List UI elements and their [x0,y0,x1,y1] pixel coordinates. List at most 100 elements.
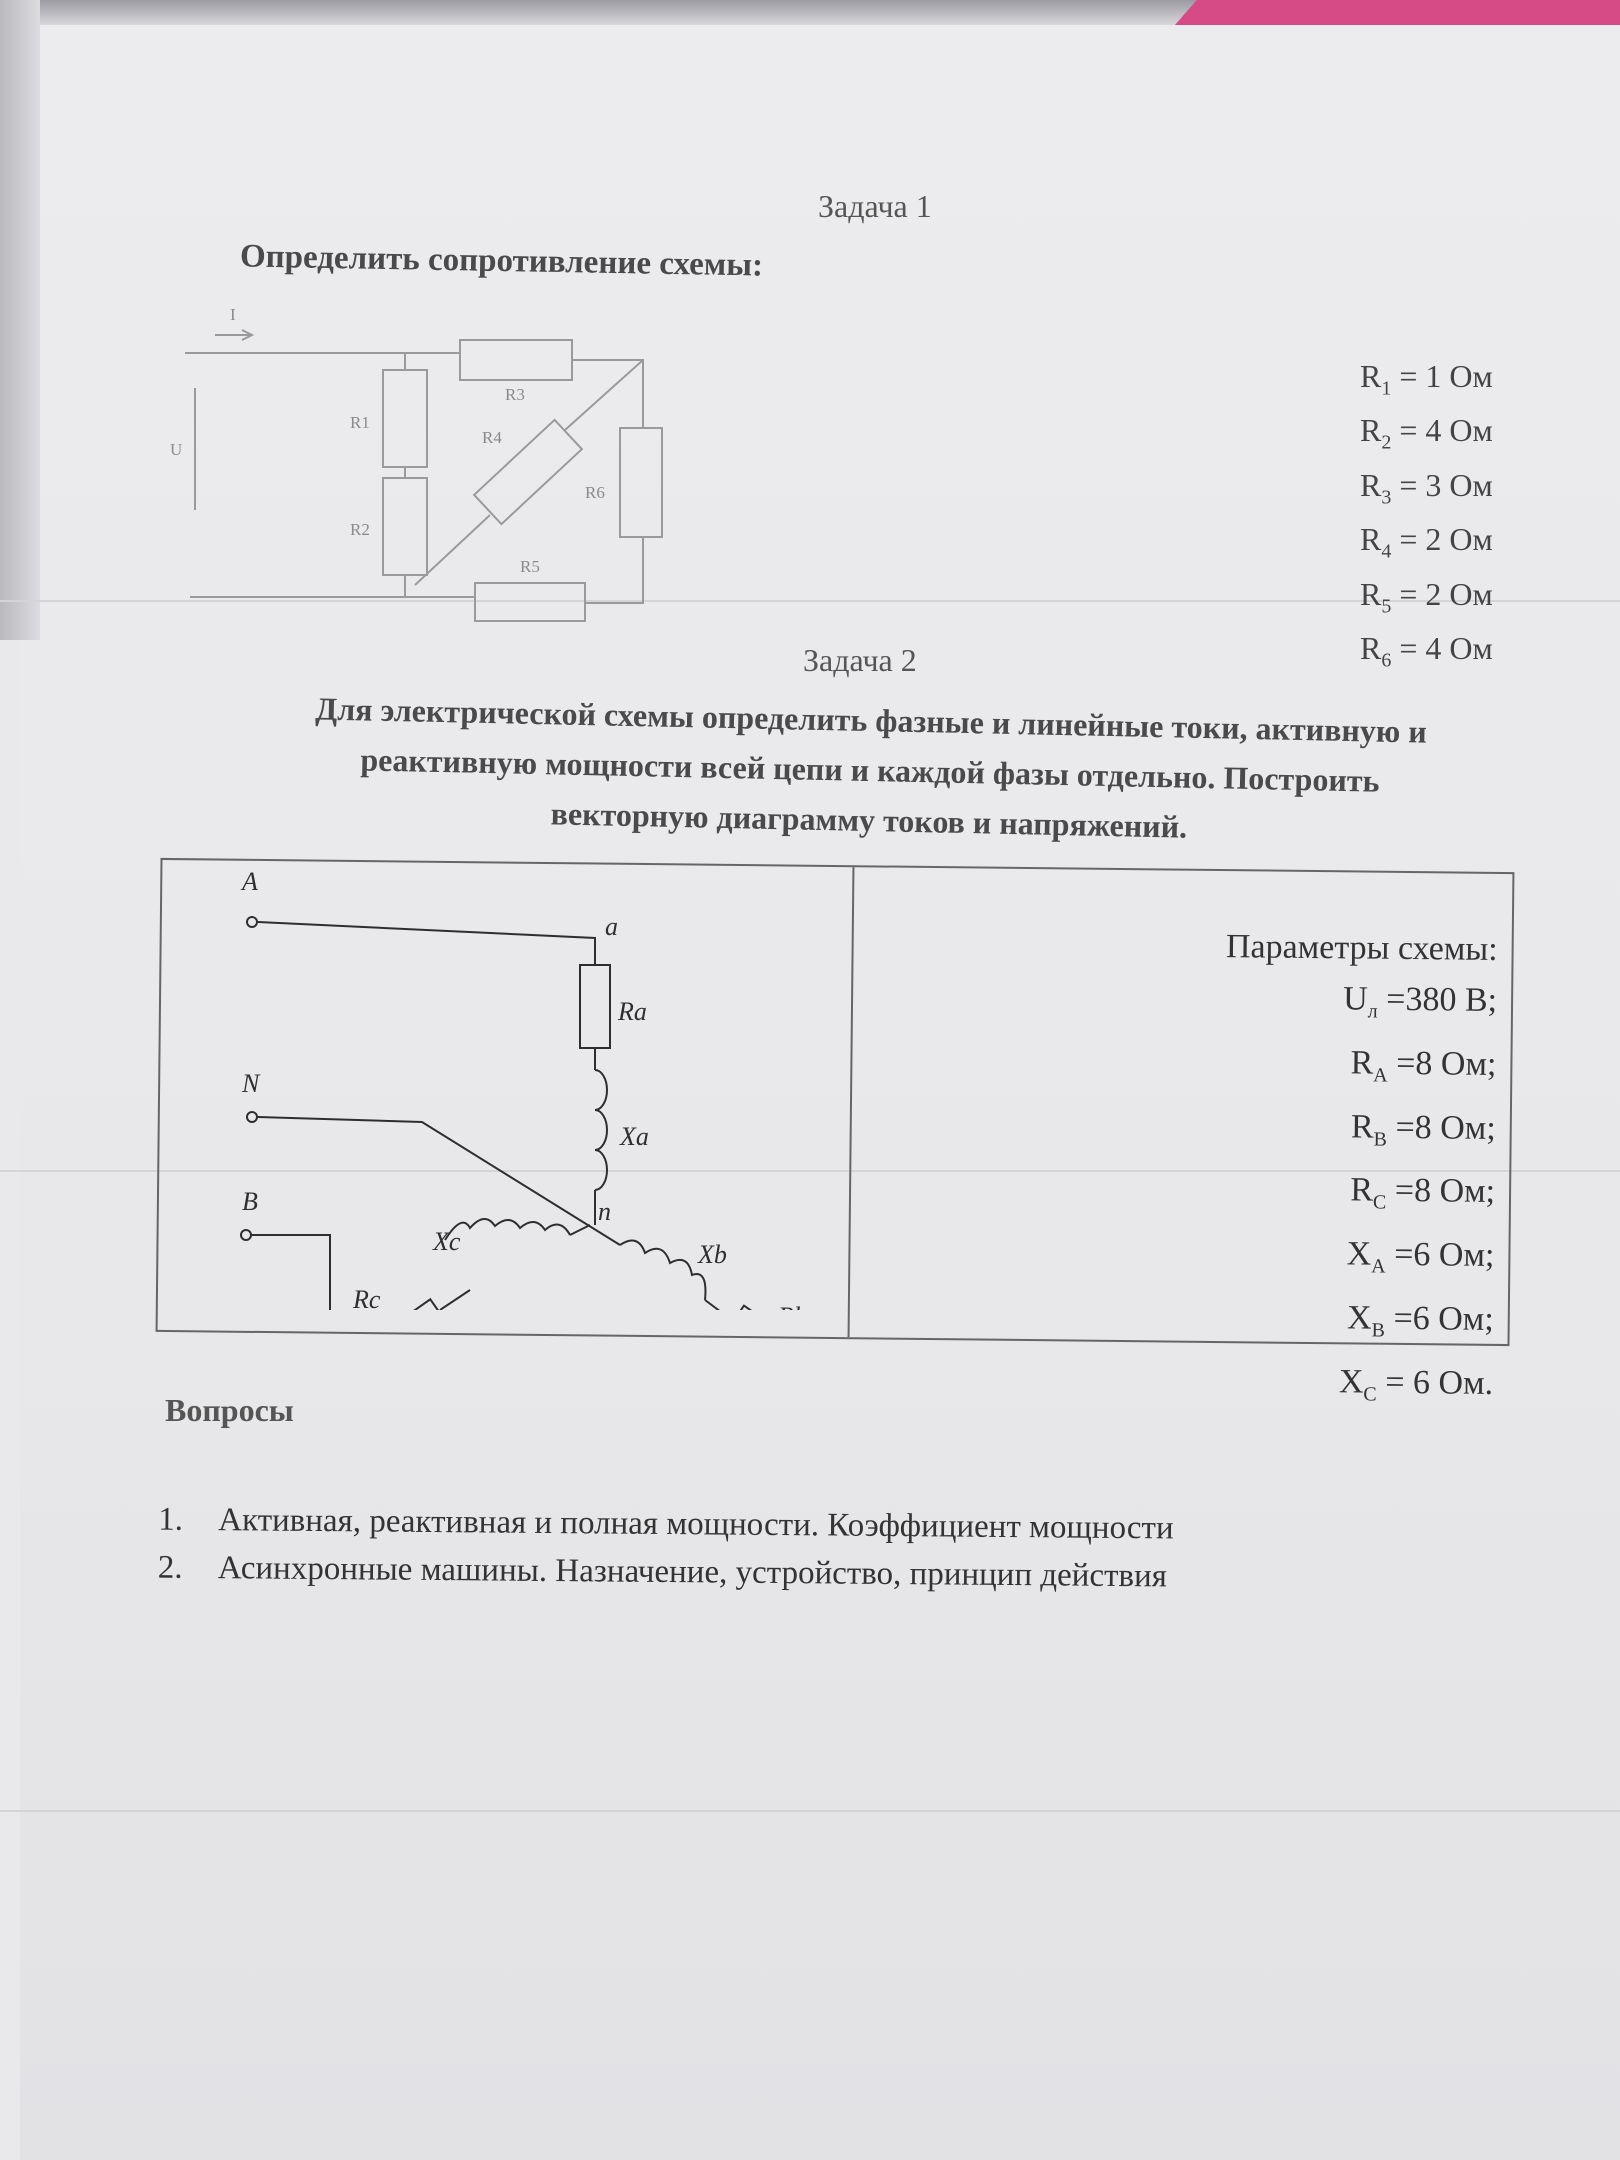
task2-title: Задача 2 [803,642,917,678]
label-xa: Xa [619,1122,649,1151]
value: =380 В; [1377,980,1498,1019]
label-b-line: B [242,1187,258,1216]
param-row: RA =8 Ом; [1224,1036,1496,1103]
label-rb: Rb [777,1302,807,1310]
symbol: X [1338,1363,1364,1401]
label-ra: Ra [617,997,647,1026]
question-text: Асинхронные машины. Назначение, устройст… [217,1550,1168,1595]
subscript: 3 [1381,486,1392,509]
subscript: 5 [1381,594,1392,617]
label-node-a: a [605,912,618,941]
resistor-r6 [619,427,663,538]
param-row: RC =8 Ом; [1223,1163,1495,1230]
value-row: R5 = 2 Ом [1360,573,1493,627]
wires [185,329,644,604]
resistor-rc [371,1297,448,1310]
paper-sheet [20,25,1620,2160]
wires [251,921,720,1310]
param-row: XC = 6 Ом. [1221,1355,1494,1422]
symbol: R [1360,358,1382,394]
resistor-ra [579,964,611,1049]
symbol: R [1350,1171,1374,1210]
circuit-parameters: Параметры схемы: Uл =380 В; RA =8 Ом; RB… [1221,921,1498,1421]
background-left [0,0,40,640]
symbol: R [1360,629,1382,666]
questions-list: 1. Активная, реактивная и полная мощности… [158,1496,1174,1601]
value: = 3 Ом [1391,466,1493,503]
value: = 6 Ом. [1376,1363,1494,1402]
terminal-b [240,1229,252,1241]
subscript: A [1373,1064,1388,1087]
task1-title: Задача 1 [818,188,932,224]
subscript: B [1371,1319,1386,1342]
label-r3: R3 [505,385,525,404]
subscript: 4 [1381,540,1392,563]
task1-resistance-values: R1 = 1 Ом R2 = 4 Ом R3 = 3 Ом R4 = 2 Ом … [1360,355,1493,681]
subscript: 6 [1381,649,1392,672]
value: = 4 Ом [1391,629,1493,666]
resistor-r4 [472,418,584,526]
param-row: XA =6 Ом; [1222,1227,1495,1294]
terminal-a [246,916,258,928]
question-number: 1. [158,1501,184,1538]
label-r2: R2 [350,520,370,539]
value: =8 Ом; [1386,1172,1496,1211]
inductor-xa [594,1069,608,1191]
param-row: RB =8 Ом; [1224,1100,1496,1167]
symbol: U [1343,980,1369,1018]
questions-title: Вопросы [165,1392,294,1428]
value-row: R6 = 4 Ом [1360,627,1493,681]
symbol: X [1346,1235,1372,1273]
label-xc: Xc [432,1227,461,1256]
label-a-line: A [240,867,258,896]
fold-line [0,600,1620,602]
label-xb: Xb [697,1240,727,1269]
value: = 2 Ом [1391,575,1493,612]
subscript: C [1372,1191,1387,1214]
symbol: X [1346,1299,1372,1337]
symbol: R [1350,1044,1374,1082]
question-text: Активная, реактивная и полная мощности. … [218,1502,1174,1547]
params-title: Параметры схемы: [1225,928,1498,968]
resistor-r1 [382,369,428,468]
subscript: 2 [1381,431,1392,454]
label-voltage-u: U [170,440,182,459]
question-number: 2. [157,1549,183,1586]
label-n-neutral: N [241,1069,261,1098]
resistor-r2 [382,477,428,576]
question-item: 2. Асинхронные машины. Назначение, устрой… [158,1544,1174,1601]
subscript: C [1363,1383,1377,1406]
param-row: Uл =380 В; [1225,972,1497,1039]
value: =8 Ом; [1386,1108,1496,1147]
label-r6: R6 [585,483,605,502]
terminals [240,916,258,1241]
label-r5: R5 [520,557,540,576]
resistor-r5 [474,582,586,622]
fold-line [0,1810,1620,1812]
inductor-xb [619,1239,707,1301]
resistor-r3 [459,339,573,381]
symbol: R [1360,521,1382,558]
value: =6 Ом; [1385,1235,1495,1275]
label-current-i: I [230,305,236,324]
value: = 1 Ом [1391,358,1493,394]
label-rc: Rc [352,1285,381,1310]
value: = 4 Ом [1391,412,1493,449]
inductor-xc [444,1218,571,1241]
symbol: R [1360,575,1382,612]
value-row: R1 = 1 Ом [1360,355,1493,409]
label-node-n: n [598,1197,611,1226]
symbol: R [1360,466,1382,503]
value-row: R4 = 2 Ом [1360,518,1493,572]
subscript: л [1367,1000,1378,1023]
fold-line [0,1170,1620,1172]
value-row: R3 = 3 Ом [1360,464,1493,518]
terminal-n [246,1111,258,1123]
task2-star-circuit-diagram: A N B C a b c n Ra Xa Rb Xb Rc Xc [240,867,807,1310]
symbol: R [1350,1108,1374,1146]
label-r1: R1 [350,413,370,432]
label-r4: R4 [482,428,502,447]
value: =6 Ом; [1384,1299,1494,1338]
param-row: XB =6 Ом; [1222,1291,1494,1358]
task2-prompt: Для электрической схемы определить фазны… [234,682,1507,859]
